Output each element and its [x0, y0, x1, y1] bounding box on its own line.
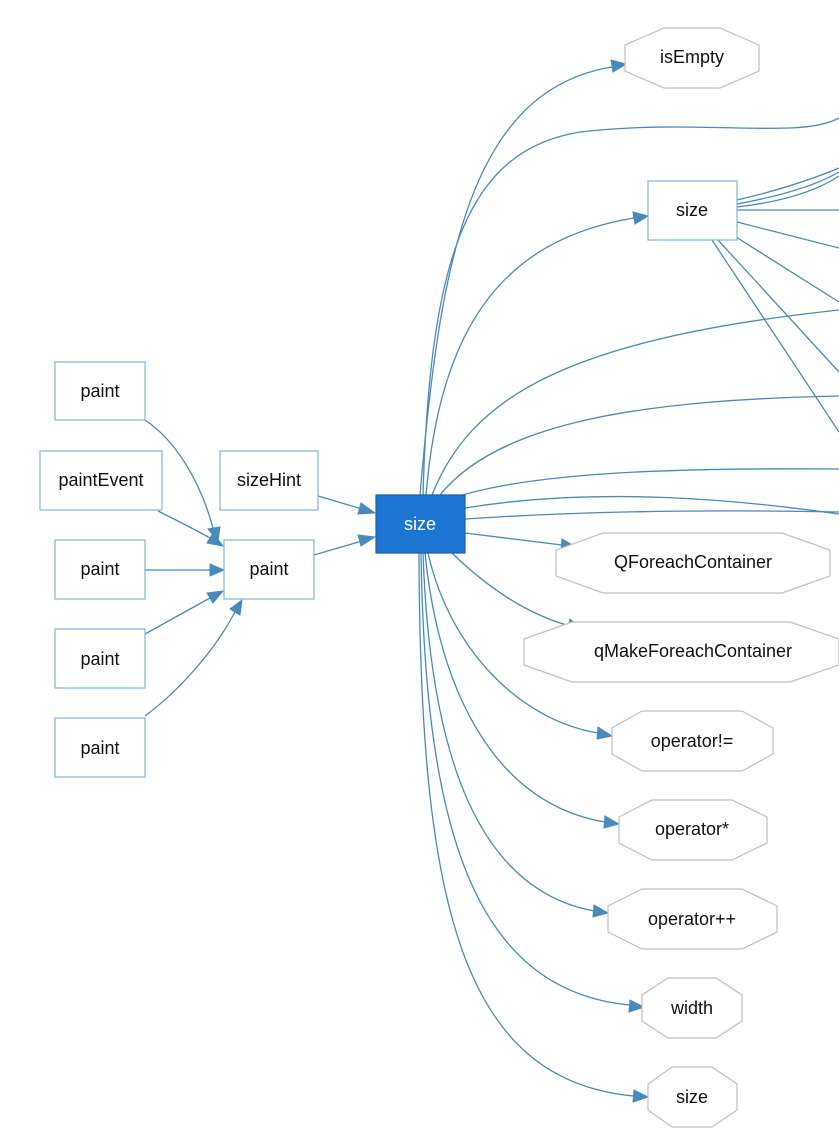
edge-size-to-opderef	[424, 552, 606, 823]
node-label: size	[676, 200, 708, 220]
node-label: width	[670, 998, 713, 1018]
edge-sizerect-to-offscreen-3	[736, 175, 839, 208]
node-paint-3[interactable]: paint	[54, 539, 146, 600]
edge-paintevent-to-paint	[157, 510, 211, 539]
node-paint-4[interactable]: paint	[54, 628, 146, 689]
edge-size-to-offscreen-4	[455, 468, 839, 498]
arrowhead	[596, 726, 614, 740]
arrowhead	[206, 532, 225, 547]
node-label: paint	[249, 559, 288, 579]
node-label: sizeHint	[237, 470, 301, 490]
node-paint-5[interactable]: paint	[54, 717, 146, 778]
edge-sizerect-to-offscreen-2	[736, 171, 839, 205]
edge-size-to-offscreen-5	[464, 495, 839, 515]
node-label: paint	[80, 381, 119, 401]
edge-paint5-to-paint	[144, 611, 236, 717]
node-sizehint[interactable]: sizeHint	[219, 450, 319, 511]
arrowhead	[632, 1089, 650, 1103]
node-qmakeforeachcontainer[interactable]: qMakeForeachContainer	[523, 621, 839, 683]
node-paint-1[interactable]: paint	[54, 361, 146, 421]
edge-sizerect-to-offscreen-1	[736, 167, 839, 201]
edge-size-to-opneq	[427, 552, 599, 734]
node-operator-neq[interactable]: operator!=	[611, 710, 774, 772]
edge-size-to-width	[420, 552, 631, 1006]
arrowhead	[632, 211, 650, 225]
edge-sizerect-to-offscreen-6	[727, 231, 839, 303]
arrowhead	[592, 904, 610, 918]
node-label: operator!=	[651, 731, 734, 751]
edge-size-to-qforeach	[464, 532, 563, 546]
arrowhead	[357, 534, 377, 547]
node-label: qMakeForeachContainer	[594, 641, 792, 661]
node-paint-mid[interactable]: paint	[223, 539, 315, 600]
node-qforeachcontainer[interactable]: QForeachContainer	[555, 532, 831, 594]
node-operator-inc[interactable]: operator++	[607, 888, 778, 950]
arrowhead	[603, 815, 621, 829]
node-label: isEmpty	[660, 47, 724, 67]
edge-sizerect-to-offscreen-8	[711, 239, 839, 433]
edge-size-to-offscreen-1	[422, 117, 839, 496]
node-label: operator++	[648, 909, 736, 929]
edges	[144, 59, 839, 1103]
node-label: paint	[80, 559, 119, 579]
node-label: size	[676, 1087, 708, 1107]
node-isempty[interactable]: isEmpty	[624, 27, 760, 89]
arrowhead	[206, 590, 225, 604]
edge-size-to-offscreen-2	[431, 309, 839, 496]
arrowhead	[229, 598, 243, 616]
edge-size-to-qmakeforeach	[451, 552, 571, 627]
edge-size-to-offscreen-3	[439, 395, 839, 496]
arrowhead	[610, 59, 628, 73]
edge-sizehint-to-size	[317, 495, 363, 510]
node-label: paint	[80, 738, 119, 758]
arrowhead	[357, 502, 377, 515]
node-size-rect[interactable]: size	[647, 180, 738, 241]
node-width[interactable]: width	[641, 977, 743, 1039]
node-label: operator*	[655, 819, 729, 839]
node-label: size	[404, 514, 436, 534]
node-label: QForeachContainer	[614, 552, 772, 572]
edge-size-to-offscreen-6	[464, 510, 839, 520]
node-label: paint	[80, 649, 119, 669]
edge-size-to-opinc	[422, 552, 595, 912]
edge-paint-to-size	[313, 540, 363, 556]
node-paintevent[interactable]: paintEvent	[39, 450, 163, 511]
edge-sizerect-to-offscreen-7	[717, 239, 839, 373]
edge-size-to-size-rect	[425, 217, 635, 496]
node-size-octagon[interactable]: size	[647, 1066, 738, 1128]
arrowhead	[209, 563, 226, 577]
edge-paint1-to-paint	[144, 419, 214, 529]
arrowhead	[628, 999, 646, 1013]
node-label: paintEvent	[58, 470, 143, 490]
edge-size-to-isempty	[419, 66, 613, 496]
edge-size-to-size-oct	[418, 552, 635, 1097]
edge-paint4-to-paint	[144, 597, 211, 635]
node-size-focus[interactable]: size	[375, 494, 466, 554]
node-operator-deref[interactable]: operator*	[618, 799, 768, 861]
edge-sizerect-to-offscreen-5	[736, 221, 839, 249]
